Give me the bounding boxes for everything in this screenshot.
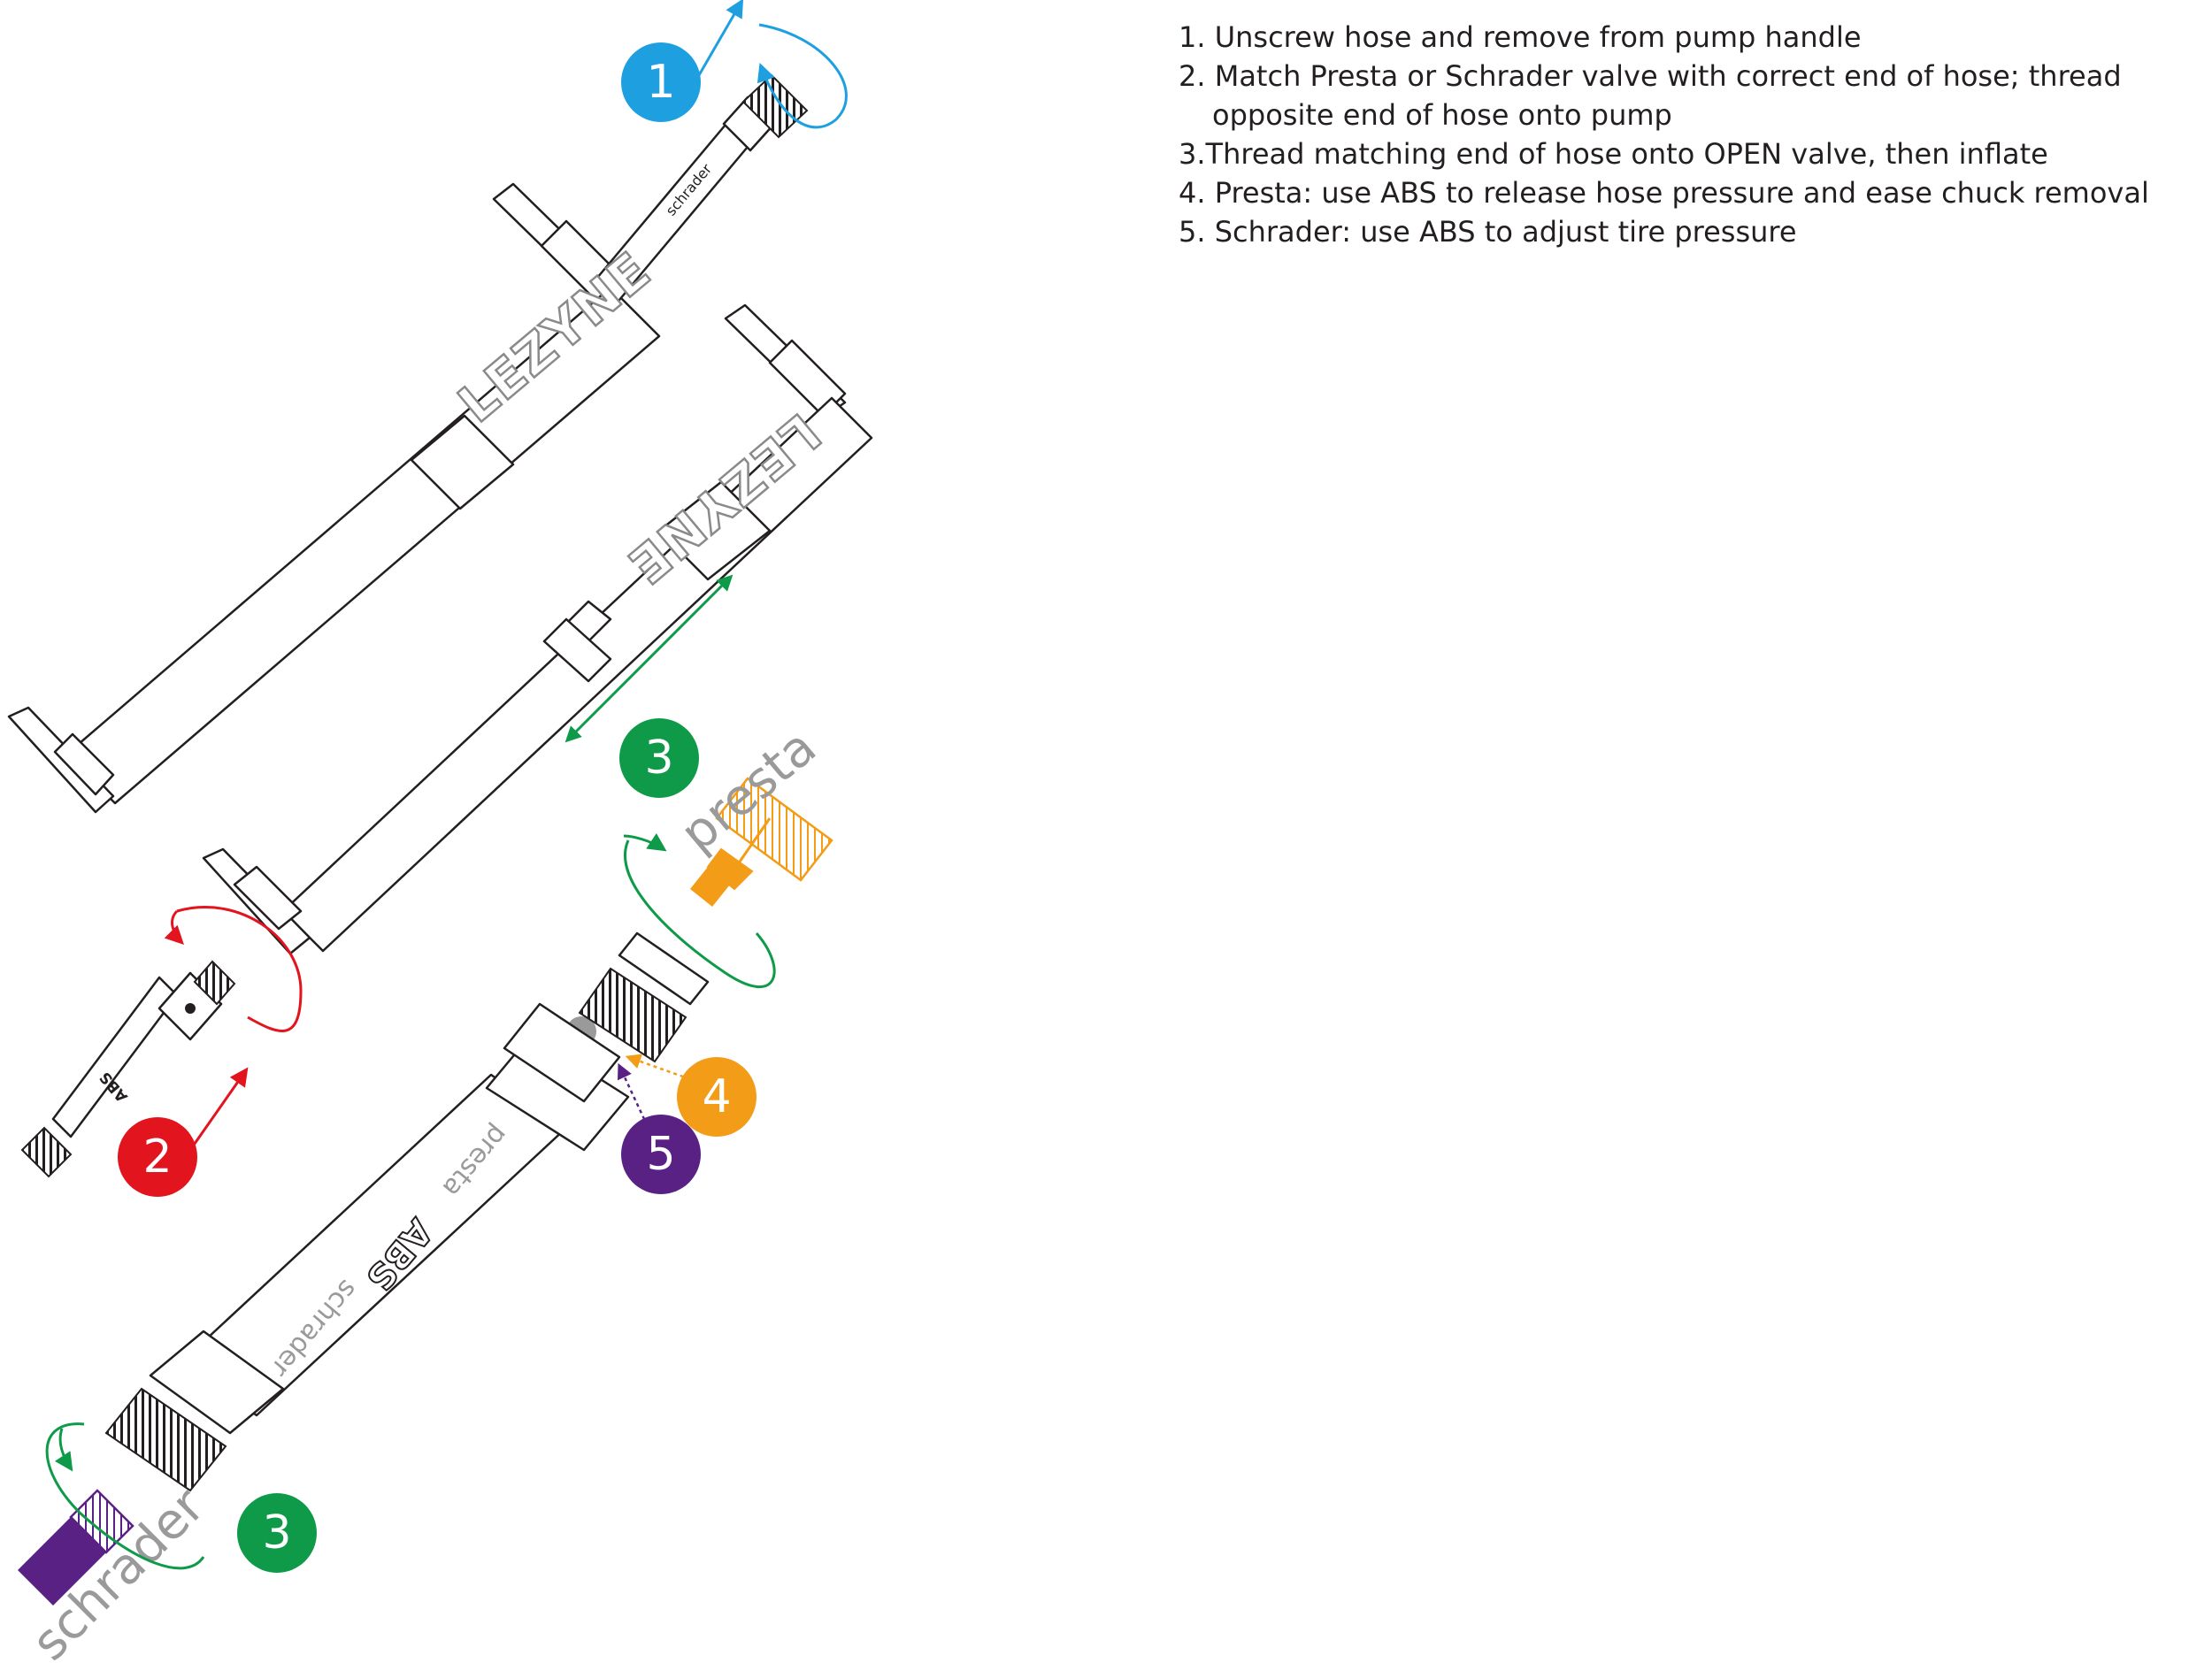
instruction-step-4: 4. Presta: use ABS to release hose press… xyxy=(1179,176,2149,210)
badge-step-3-lower: 3 xyxy=(237,1493,317,1573)
badge-step-1: 1 xyxy=(621,42,701,122)
badge-step-3-upper: 3 xyxy=(619,718,699,798)
pump-top-assembled: schrader LEZYNE xyxy=(7,73,809,814)
instruction-list: 1. Unscrew hose and remove from pump han… xyxy=(1179,18,2205,251)
badge-step-4: 4 xyxy=(677,1057,757,1137)
instruction-step-1: 1. Unscrew hose and remove from pump han… xyxy=(1179,20,1862,54)
hose-large: presta ABS schrader xyxy=(104,931,710,1492)
badge-step-3-lower-number: 3 xyxy=(262,1506,291,1560)
badge-step-5: 5 xyxy=(621,1115,701,1194)
badge-step-2-number: 2 xyxy=(142,1130,172,1184)
badge-step-1-number: 1 xyxy=(646,56,675,109)
instruction-step-3: 3.Thread matching end of hose onto OPEN … xyxy=(1179,137,2048,171)
schrader-valve: schrader xyxy=(18,1476,216,1663)
instruction-step-5: 5. Schrader: use ABS to adjust tire pres… xyxy=(1179,215,1797,249)
badge-step-4-number: 4 xyxy=(702,1070,731,1123)
badge-step-3-upper-number: 3 xyxy=(644,732,673,785)
badge-step-5-number: 5 xyxy=(646,1128,675,1181)
badge-step-2: 2 xyxy=(118,1117,197,1197)
instruction-step-2: 2. Match Presta or Schrader valve with c… xyxy=(1179,59,2122,132)
